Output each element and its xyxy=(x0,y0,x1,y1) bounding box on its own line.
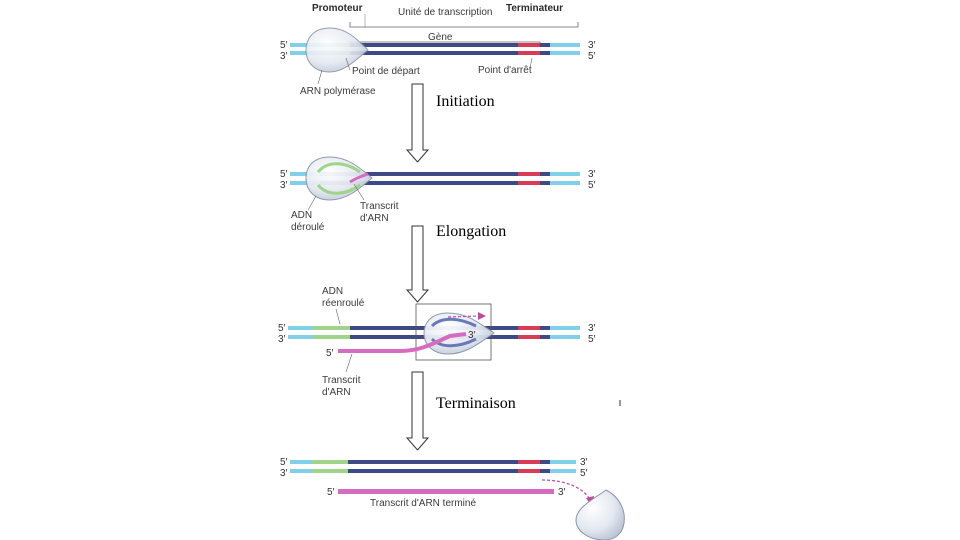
terminator-segment xyxy=(518,172,540,176)
end-segment xyxy=(550,460,576,464)
release-arrow xyxy=(541,479,591,501)
rna-polymerase-label: ARN polymérase xyxy=(300,86,376,97)
unwound-dna-strand xyxy=(316,162,361,174)
terminator-segment xyxy=(518,460,540,464)
dna-coding-strand xyxy=(290,51,580,55)
dna-end-label: 5′ xyxy=(588,51,596,62)
down-arrow-icon xyxy=(405,225,430,303)
dna-end-label: 3′ xyxy=(588,40,596,51)
dna-end-label: 5′ xyxy=(588,180,596,191)
rewound-dna-label: ADN xyxy=(322,286,343,297)
rna-transcript-short xyxy=(349,172,369,184)
terminator-label: Terminateur xyxy=(506,3,563,14)
dna-template-strand xyxy=(290,460,576,464)
dna-end-label: 3′ xyxy=(280,51,288,62)
rna-end-label: 3′ xyxy=(468,330,476,341)
end-segment xyxy=(550,172,580,176)
rna-polymerase-released-shape xyxy=(575,489,625,540)
dna-template-strand xyxy=(290,43,580,47)
rewound-dna-label: réenroulé xyxy=(322,298,365,309)
dna-end-label: 3′ xyxy=(278,334,286,345)
stage-initiation-diagram: Promoteur Unité de transcription Termina… xyxy=(280,3,596,97)
terminator-segment xyxy=(518,469,540,473)
rna-transcript-label: Transcrit xyxy=(322,375,361,386)
direction-arrow xyxy=(447,315,479,318)
rna-transcript-pointer xyxy=(345,353,353,373)
unwound-dna-label: ADN xyxy=(291,210,312,221)
end-segment xyxy=(550,469,576,473)
rna-transcript xyxy=(338,332,467,353)
terminator-segment xyxy=(518,43,540,47)
dna-end-label: 3′ xyxy=(588,323,596,334)
dna-end-label: 3′ xyxy=(280,180,288,191)
rna-polymerase-shape xyxy=(305,27,369,73)
rna-transcript-label: d'ARN xyxy=(322,387,351,398)
elongation-step-label: Elongation xyxy=(436,223,506,240)
start-point-label: Point de départ xyxy=(352,66,420,77)
start-segment xyxy=(312,469,348,473)
unwound-dna-pointer xyxy=(307,195,317,211)
start-segment xyxy=(313,335,350,339)
dna-end-label: 3′ xyxy=(280,468,288,479)
dna-end-label: 5′ xyxy=(280,457,288,468)
promoter-segment xyxy=(290,460,312,464)
stop-point-label: Point d'arrêt xyxy=(478,65,532,76)
polymerase-pointer xyxy=(317,69,323,85)
gene-label: Gène xyxy=(428,32,453,43)
dna-coding-strand xyxy=(290,469,576,473)
end-segment xyxy=(550,326,580,330)
rna-end-label: 3′ xyxy=(558,487,566,498)
completed-rna-transcript xyxy=(338,489,554,494)
rna-end-label: 5′ xyxy=(327,487,335,498)
dna-end-label: 5′ xyxy=(280,169,288,180)
dna-end-label: 3′ xyxy=(588,169,596,180)
down-arrow-icon xyxy=(405,83,430,163)
stage-elongation-diagram: ADN réenroulé 5′ 3′ 3′ 5′ 5′ 3′ Transcri… xyxy=(278,286,596,398)
promoter-label: Promoteur xyxy=(312,3,363,14)
dna-end-label: 5′ xyxy=(580,468,588,479)
terminator-segment xyxy=(518,326,540,330)
rna-transcript-pointer xyxy=(353,183,365,201)
dna-end-label: 5′ xyxy=(588,334,596,345)
end-segment xyxy=(550,335,580,339)
stage-termination-diagram: 5′ 3′ 3′ 5′ 5′ 3′ Transcrit d'ARN termin… xyxy=(280,457,625,540)
dna-coding-strand xyxy=(290,181,580,185)
rna-transcript-label: d'ARN xyxy=(360,213,389,224)
transcription-unit-label: Unité de transcription xyxy=(398,7,493,18)
termination-step-label: Terminaison xyxy=(436,395,516,412)
dna-end-label: 5′ xyxy=(280,40,288,51)
end-segment xyxy=(550,43,580,47)
start-segment xyxy=(312,460,348,464)
promoter-segment xyxy=(290,181,320,185)
promoter-segment xyxy=(288,326,313,330)
end-segment xyxy=(550,181,580,185)
promoter-segment xyxy=(290,172,320,176)
rna-transcript-label: Transcrit xyxy=(360,201,399,212)
stage-elongation-start-diagram: 5′ 3′ 3′ 5′ ADN déroulé Transcrit d'ARN xyxy=(280,156,596,233)
rna-end-label: 5′ xyxy=(326,348,334,359)
transcription-unit-bracket xyxy=(349,22,579,28)
direction-arrow-head xyxy=(478,312,486,320)
start-segment xyxy=(313,326,350,330)
terminator-segment xyxy=(518,51,540,55)
unwound-dna-label: déroulé xyxy=(291,222,325,233)
unwound-dna-strand xyxy=(430,317,477,328)
down-arrow-icon xyxy=(405,371,430,451)
rewound-dna-pointer xyxy=(335,308,341,325)
promoter-segment xyxy=(288,335,313,339)
start-point-pointer xyxy=(345,57,351,71)
dna-template-strand xyxy=(290,172,580,176)
end-segment xyxy=(550,51,580,55)
terminator-segment xyxy=(518,181,540,185)
dna-end-label: 5′ xyxy=(278,323,286,334)
dna-end-label: 3′ xyxy=(580,457,588,468)
terminator-segment xyxy=(518,335,540,339)
stop-point-pointer xyxy=(529,57,533,69)
promoter-segment xyxy=(290,469,312,473)
initiation-step-label: Initiation xyxy=(436,93,495,110)
completed-transcript-label: Transcrit d'ARN terminé xyxy=(370,498,476,509)
